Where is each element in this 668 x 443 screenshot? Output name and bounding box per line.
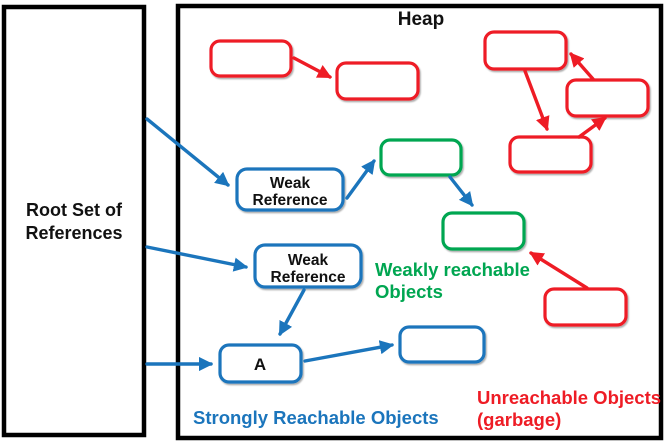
strongly-reachable-caption: Strongly Reachable Objects: [193, 407, 439, 428]
arrow-root-to-weak-reference-2: [145, 245, 249, 272]
weakly-reachable-caption-line1: Weakly reachable: [375, 259, 530, 280]
arrow-red-6-to-green-2: [529, 251, 589, 290]
object-a-box: [218, 343, 303, 384]
unreachable-object-box-1: [209, 39, 293, 78]
weakly-reachable-object-box-1: [379, 138, 463, 177]
arrow-red-5-to-red-4: [577, 116, 607, 139]
arrow-weak-reference-1-to-green-1: [345, 159, 376, 200]
weak-reference-box-1: [235, 167, 345, 212]
unreachable-object-box-6: [543, 287, 628, 327]
arrow-weak-reference-2-to-object-a: [278, 288, 306, 336]
weakly-reachable-caption-line2: Objects: [375, 281, 443, 302]
object-a-label: A: [254, 355, 266, 374]
arrow-red-3-to-red-5: [523, 69, 550, 132]
unreachable-object-box-5: [508, 135, 593, 174]
unreachable-object-box-2: [335, 61, 420, 101]
weak-reference-1-label-line2: Reference: [253, 192, 328, 209]
weak-reference-2-label-line2: Reference: [271, 269, 346, 286]
unreachable-caption-line2: (garbage): [477, 409, 561, 430]
arrow-red-4-to-red-3: [569, 52, 595, 81]
root-set-container: [1, 4, 147, 438]
arrow-red-1-to-red-2: [292, 56, 332, 79]
arrow-object-a-to-blue-object: [303, 340, 395, 363]
root-set-label-line1: Root Set of: [26, 200, 123, 220]
weak-reference-box-2: [253, 243, 363, 289]
strongly-reachable-object-box: [398, 325, 486, 364]
heap-title: Heap: [398, 9, 444, 30]
unreachable-caption-line1: Unreachable Objects: [477, 387, 661, 408]
weak-reference-1-label-line1: Weak: [270, 175, 311, 192]
weak-reference-2-label-line1: Weak: [288, 252, 329, 269]
arrow-root-to-weak-reference-1: [145, 117, 230, 187]
unreachable-object-box-3: [483, 30, 568, 71]
weakly-reachable-object-box-2: [441, 211, 526, 251]
unreachable-object-box-4: [565, 78, 650, 118]
root-set-label-line2: References: [25, 223, 122, 243]
arrow-green-1-to-green-2: [448, 175, 474, 207]
